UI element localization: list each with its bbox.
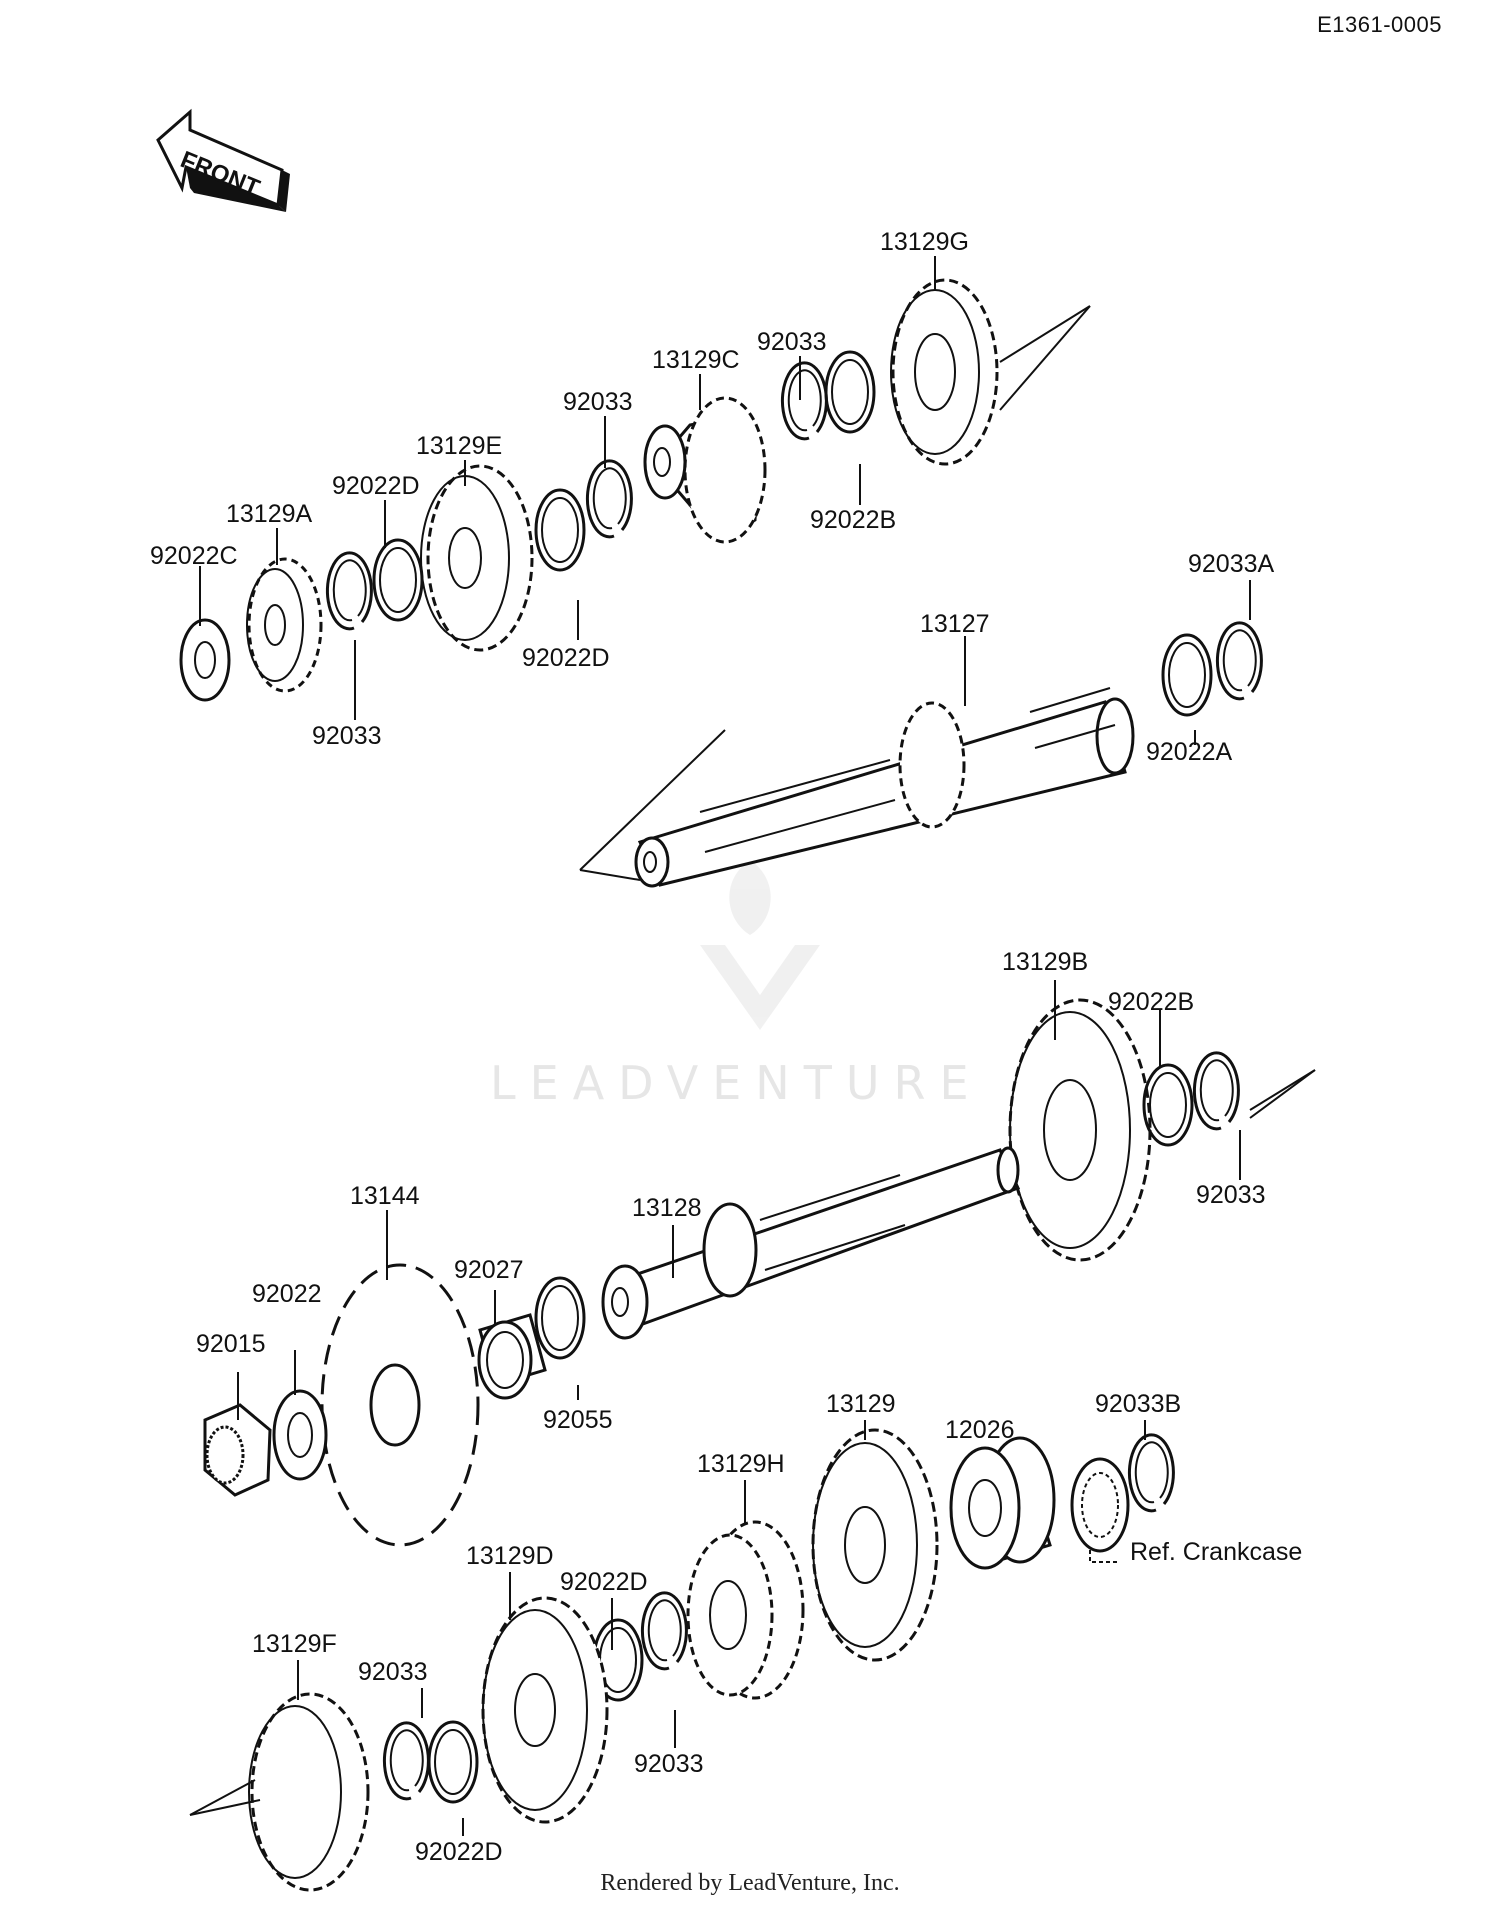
ref-bracket — [1089, 1550, 1120, 1563]
credit-line: Rendered by LeadVenture, Inc. — [600, 1870, 900, 1896]
circlip-92033-bl — [382, 1721, 430, 1801]
label-13129E: 13129E — [416, 432, 503, 460]
label-92033-lowA: 92033 — [312, 722, 382, 750]
front-arrow-icon — [156, 108, 290, 212]
label-13129H: 13129H — [697, 1450, 785, 1478]
washer-92022D-a — [372, 538, 424, 622]
label-92033-mid: 92033 — [563, 388, 633, 416]
watermark-text: LEADVENTURE — [490, 1056, 983, 1110]
gear-13129H — [686, 1520, 805, 1700]
label-92022D-d: 92022D — [415, 1838, 503, 1866]
label-92022D-a: 92022D — [332, 472, 420, 500]
label-92022B: 92022B — [1108, 988, 1195, 1016]
label-92033-bl: 92033 — [358, 1658, 428, 1686]
collar-92027 — [477, 1313, 547, 1400]
shaft-13127 — [579, 687, 1135, 888]
washer-92055 — [534, 1276, 586, 1360]
label-13129B: 13129B — [1002, 948, 1089, 976]
gear-13129D — [481, 1596, 609, 1824]
label-92022A: 92022A — [1146, 738, 1233, 766]
washer-92022D-d — [427, 1720, 479, 1804]
label-92022: 92022 — [252, 1280, 322, 1308]
label-12026: 12026 — [945, 1416, 1015, 1444]
label-92027: 92027 — [454, 1256, 524, 1284]
label-13129C: 13129C — [652, 346, 740, 374]
gear-13129G — [890, 278, 1091, 466]
washer-92022B-top — [824, 350, 876, 434]
label-13128: 13128 — [632, 1194, 702, 1222]
circlip-92033A — [1215, 621, 1263, 701]
circlip-92033-lowA — [325, 551, 373, 631]
label-92033-top: 92033 — [757, 328, 827, 356]
label-13129D: 13129D — [466, 1542, 554, 1570]
gear-13129A — [246, 557, 323, 693]
label-13144: 13144 — [350, 1182, 420, 1210]
ref-crankcase-note: Ref. Crankcase — [1130, 1538, 1303, 1566]
label-13127: 13127 — [920, 610, 990, 638]
label-92022D-b: 92022D — [522, 644, 610, 672]
circlip-92033-top — [780, 361, 828, 441]
diagram-code: E1361-0005 — [1317, 12, 1442, 37]
washer-92022C — [179, 618, 231, 702]
label-13129A: 13129A — [226, 500, 313, 528]
label-92022B-top: 92022B — [810, 506, 897, 534]
gear-13129B — [1008, 998, 1152, 1262]
circlip-92033-r — [1192, 1051, 1240, 1131]
washer-92022A — [1161, 633, 1213, 717]
sprocket-13144 — [320, 1263, 480, 1547]
washer-92022D-b — [534, 488, 586, 572]
circlip-92033B — [1127, 1433, 1175, 1513]
bearing-12026 — [949, 1436, 1056, 1570]
nut-92015 — [203, 1403, 272, 1497]
gear-13129C — [643, 396, 767, 544]
label-92033A: 92033A — [1188, 550, 1275, 578]
label-92055: 92055 — [543, 1406, 613, 1434]
shaft-13128 — [601, 1146, 1021, 1340]
washer-92022B — [1142, 1063, 1194, 1147]
needle-bearing — [1070, 1457, 1130, 1553]
gear-13129 — [811, 1428, 939, 1662]
label-13129: 13129 — [826, 1390, 896, 1418]
label-92015: 92015 — [196, 1330, 266, 1358]
circlip-92033-bm — [640, 1591, 688, 1671]
gear-13129F — [189, 1692, 370, 1892]
label-92033-bm: 92033 — [634, 1750, 704, 1778]
circlip-92033-mid — [585, 459, 633, 539]
label-92022C: 92022C — [150, 542, 238, 570]
washer-92022 — [272, 1389, 328, 1481]
leader-lines — [199, 256, 1251, 1836]
label-13129G: 13129G — [880, 228, 969, 256]
label-92033-r: 92033 — [1196, 1181, 1266, 1209]
gear-13129E — [420, 464, 534, 652]
watermark-logo — [700, 860, 820, 1030]
label-92022D-c: 92022D — [560, 1568, 648, 1596]
label-13129F: 13129F — [252, 1630, 337, 1658]
label-92033B: 92033B — [1095, 1390, 1182, 1418]
